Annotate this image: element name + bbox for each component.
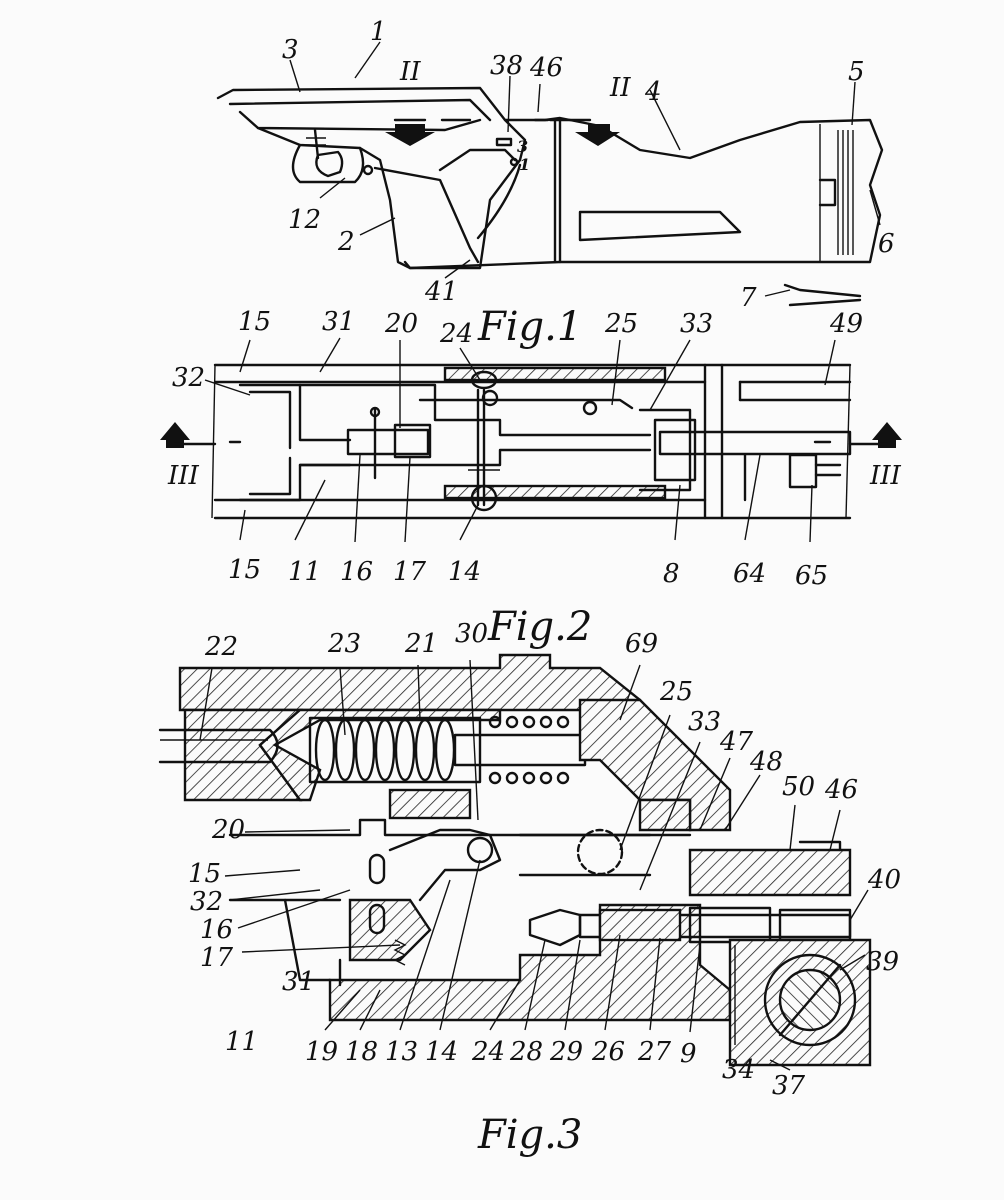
ref-label: 4: [644, 77, 662, 107]
ref-label: 28: [509, 1037, 543, 1067]
ref-label: 16: [340, 557, 373, 587]
ref-label: 19: [305, 1037, 338, 1067]
figure-2-section-view: [160, 337, 902, 543]
ref-label: 46: [824, 775, 858, 805]
ref-label: 5: [848, 57, 865, 87]
ref-label: 65: [795, 561, 828, 591]
ref-label: 24: [471, 1037, 505, 1067]
ref-label: 1: [370, 17, 387, 47]
figure-2-reference-labels: 15 31 20 24 25 33 49 32 III III 15 11 16…: [167, 307, 902, 591]
ref-label: 17: [200, 943, 234, 973]
spring-30: [488, 715, 570, 785]
section-mark: II: [609, 73, 631, 103]
ref-label: 25: [604, 309, 638, 339]
ref-label: 32: [190, 887, 223, 917]
figure-3-reference-labels: 22 23 21 30 69 25 33 47 48 50 46 20 15 3…: [188, 619, 901, 1101]
ref-label: 34: [722, 1055, 755, 1085]
ref-label: 40: [867, 865, 901, 895]
ref-label: 69: [625, 629, 658, 659]
figure-caption: Fig.1: [477, 304, 582, 350]
ref-label: 33: [688, 707, 721, 737]
ref-label: 31: [322, 307, 355, 337]
ref-label: 2: [337, 227, 355, 257]
ref-label: 46: [529, 53, 563, 83]
ref-label: 20: [384, 309, 418, 339]
section-mark: III: [167, 461, 200, 491]
ref-label: 14: [425, 1037, 458, 1067]
ref-label: 23: [327, 629, 361, 659]
figure-caption: Fig.3: [477, 1112, 582, 1158]
ref-label: 9: [680, 1039, 697, 1069]
section-mark: III: [869, 461, 902, 491]
ref-label: 12: [288, 205, 321, 235]
ref-label: 38: [490, 51, 523, 81]
figure-1-reference-labels: 1 3 II 38 46 II 4 5 3 1 12 2 41 6 7: [282, 17, 895, 313]
ref-label: 15: [228, 555, 261, 585]
ref-label: 7: [740, 283, 757, 313]
ref-label: 49: [829, 309, 863, 339]
ref-label: 21: [404, 629, 438, 659]
ref-label: 41: [424, 277, 458, 307]
section-mark: II: [399, 57, 421, 87]
ref-label: 18: [345, 1037, 378, 1067]
ref-label: 11: [225, 1027, 258, 1057]
ref-label: 17: [393, 557, 427, 587]
ref-label: 39: [866, 947, 899, 977]
ref-label: 25: [659, 677, 693, 707]
ref-label: 20: [211, 815, 245, 845]
ref-label: 32: [172, 363, 205, 393]
ref-label: 47: [719, 727, 754, 757]
ref-label: 30: [455, 619, 488, 649]
ref-label: 13: [385, 1037, 418, 1067]
ref-label: 27: [637, 1037, 672, 1067]
ref-label: 31: [282, 967, 315, 997]
ref-label: 14: [448, 557, 481, 587]
selector-mark: 3: [517, 137, 528, 156]
ref-label: 26: [591, 1037, 625, 1067]
figure-1-side-view: [216, 41, 884, 307]
ref-label: 29: [549, 1037, 583, 1067]
ref-label: 33: [680, 309, 713, 339]
figure-caption: Fig.2: [487, 604, 592, 650]
ref-label: 11: [288, 557, 321, 587]
ref-label: 37: [772, 1071, 806, 1101]
ref-label: 8: [663, 559, 680, 589]
ref-label: 15: [238, 307, 271, 337]
ref-label: 3: [282, 35, 299, 65]
ref-label: 48: [749, 747, 783, 777]
selector-mark: 1: [519, 155, 530, 174]
ref-label: 50: [782, 772, 815, 802]
spring-23: [308, 716, 482, 784]
ref-label: 15: [188, 859, 221, 889]
figure-3-longitudinal-section: [158, 653, 872, 1071]
ref-label: 6: [878, 229, 895, 259]
ref-label: 16: [200, 915, 233, 945]
ref-label: 24: [439, 319, 473, 349]
ref-label: 64: [733, 559, 766, 589]
ref-label: 22: [204, 632, 238, 662]
